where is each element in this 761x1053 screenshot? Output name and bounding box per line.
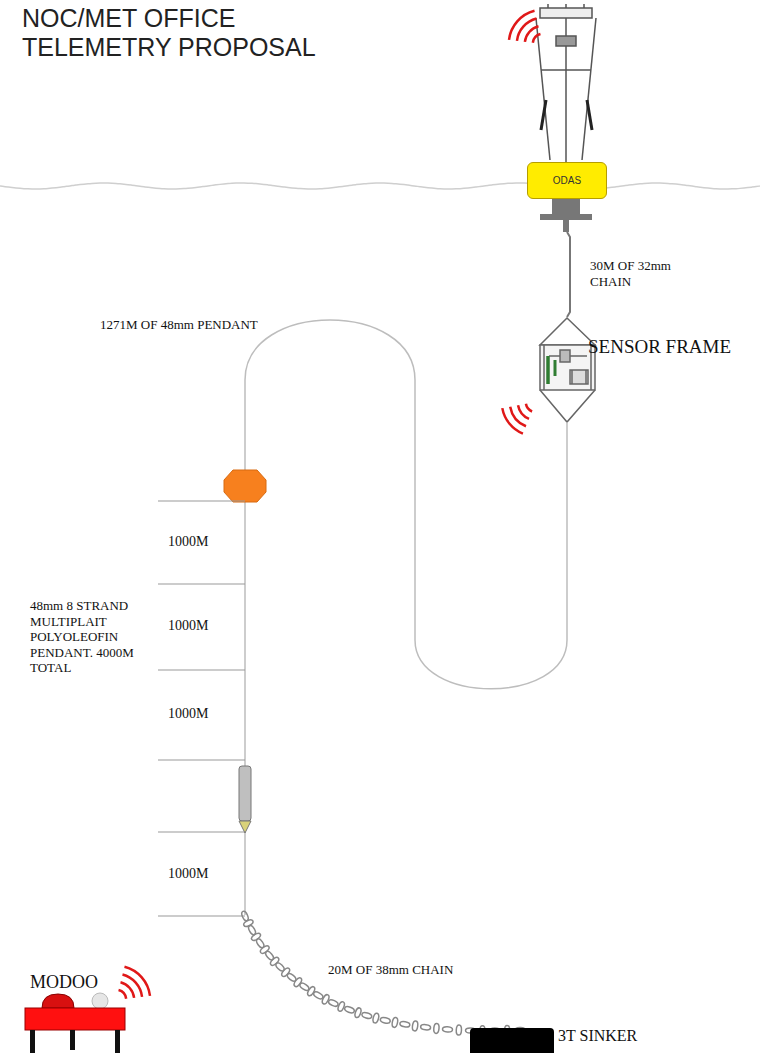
signal-arc [525, 404, 533, 413]
acoustic-release [239, 766, 251, 833]
telemetry-signals [118, 10, 541, 999]
chain-link [293, 977, 303, 988]
chain-link [456, 1025, 462, 1035]
sea-surface [0, 183, 760, 189]
signal-arc [532, 33, 541, 43]
length-label: 1000M [168, 866, 238, 883]
signal-arc [124, 966, 151, 996]
pendant-spec: 48mm 8 STRAND MULTIPLAIT POLYOLEOFIN PEN… [30, 598, 155, 676]
chain-link [269, 956, 280, 967]
section-ticks [158, 501, 245, 916]
chain-link [412, 1021, 419, 1032]
signal-arc [120, 981, 135, 998]
buoy-hull: ODAS [527, 162, 607, 199]
ground-chain [241, 910, 526, 1035]
chain-link [399, 1021, 410, 1028]
part-label: SENSOR FRAME [588, 336, 758, 359]
signal-arc [508, 10, 535, 40]
sensor [554, 360, 557, 376]
sensor-frame [540, 318, 595, 422]
pendant-line [245, 320, 567, 689]
buoy-mast [536, 4, 596, 165]
chain-link [280, 967, 291, 978]
buoy-keel [540, 198, 592, 232]
mooring-chain [567, 232, 570, 317]
chain-link [420, 1024, 431, 1030]
length-label: 1000M [168, 618, 238, 635]
signal-arc [524, 25, 539, 42]
chain-link [328, 999, 339, 1008]
chain-link [442, 1026, 452, 1032]
pendant-line [244, 500, 246, 915]
diagram-title: NOC/MET OFFICE TELEMETRY PROPOSAL [22, 4, 357, 62]
chain-label: 20M OF 38mm CHAIN [328, 962, 498, 978]
chain-link [372, 1013, 380, 1024]
buoy-panel [541, 100, 546, 130]
chain-link [380, 1017, 391, 1024]
chain-link [337, 1001, 346, 1012]
chain-link [313, 991, 324, 1000]
chain-link [361, 1012, 372, 1020]
part-label: 3T SINKER [558, 1026, 668, 1045]
length-label: 1000M [168, 534, 238, 551]
chain-label: 30M OF 32mm CHAIN [590, 258, 700, 289]
buoy-panel [587, 100, 592, 130]
modoo-lander [25, 993, 125, 1053]
chain-link [391, 1017, 398, 1028]
chain-link [344, 1006, 355, 1014]
sinker-block [470, 1028, 554, 1053]
sensor [546, 356, 550, 384]
length-label: 1000M [168, 706, 238, 723]
pendant-label: 1271M OF 48mm PENDANT [100, 317, 290, 333]
signal-arc [517, 405, 530, 420]
chain-link [259, 944, 270, 954]
signal-arc [118, 989, 127, 999]
subsurface-float [224, 470, 266, 502]
signal-arc [501, 408, 523, 435]
chain-link [433, 1023, 439, 1033]
chain-link [354, 1007, 362, 1018]
part-label: MODOO [30, 972, 120, 994]
node-text: ODAS [553, 175, 581, 186]
